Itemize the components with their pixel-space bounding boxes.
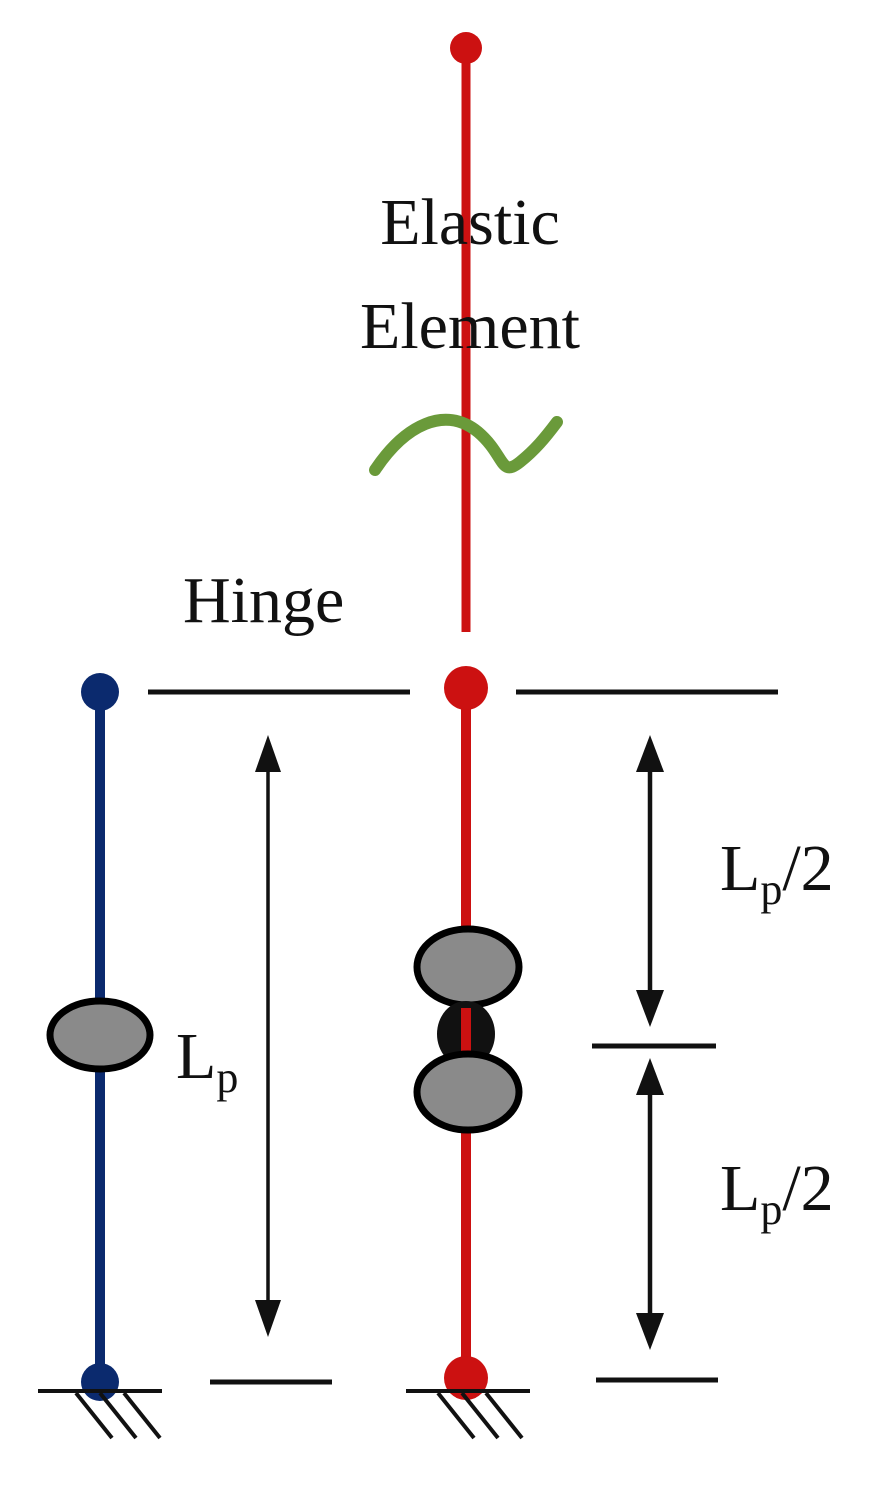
lp-label: Lp (176, 1020, 238, 1102)
red-plastic-hinge-top (413, 925, 523, 1009)
blue-fixed-support (38, 1389, 162, 1440)
lp-half-top-dimension-arrow (636, 735, 664, 1027)
elastic-element-top-node (450, 32, 482, 64)
elastic-label-line1: Elastic (380, 186, 560, 259)
lp-dimension-arrow (255, 735, 281, 1337)
lp-half-top-label: Lp/2 (720, 832, 834, 914)
red-column-top-node (444, 666, 488, 710)
lp-half-bottom-dimension-arrow (636, 1058, 664, 1350)
elastic-label-line2: Element (360, 290, 580, 363)
elastic-wave-symbol (369, 413, 563, 476)
red-column-bottom-node (444, 1356, 488, 1400)
elastic-element (450, 32, 482, 632)
red-hinge-center-segment (461, 1008, 471, 1060)
blue-column-top-node (81, 673, 119, 711)
hinge-label: Hinge (183, 564, 344, 637)
red-column (413, 666, 523, 1400)
blue-plastic-hinge (46, 997, 154, 1073)
red-fixed-support (406, 1389, 530, 1440)
lp-half-bottom-label: Lp/2 (720, 1152, 834, 1234)
red-plastic-hinge-bottom (413, 1050, 523, 1134)
blue-column (46, 673, 154, 1401)
